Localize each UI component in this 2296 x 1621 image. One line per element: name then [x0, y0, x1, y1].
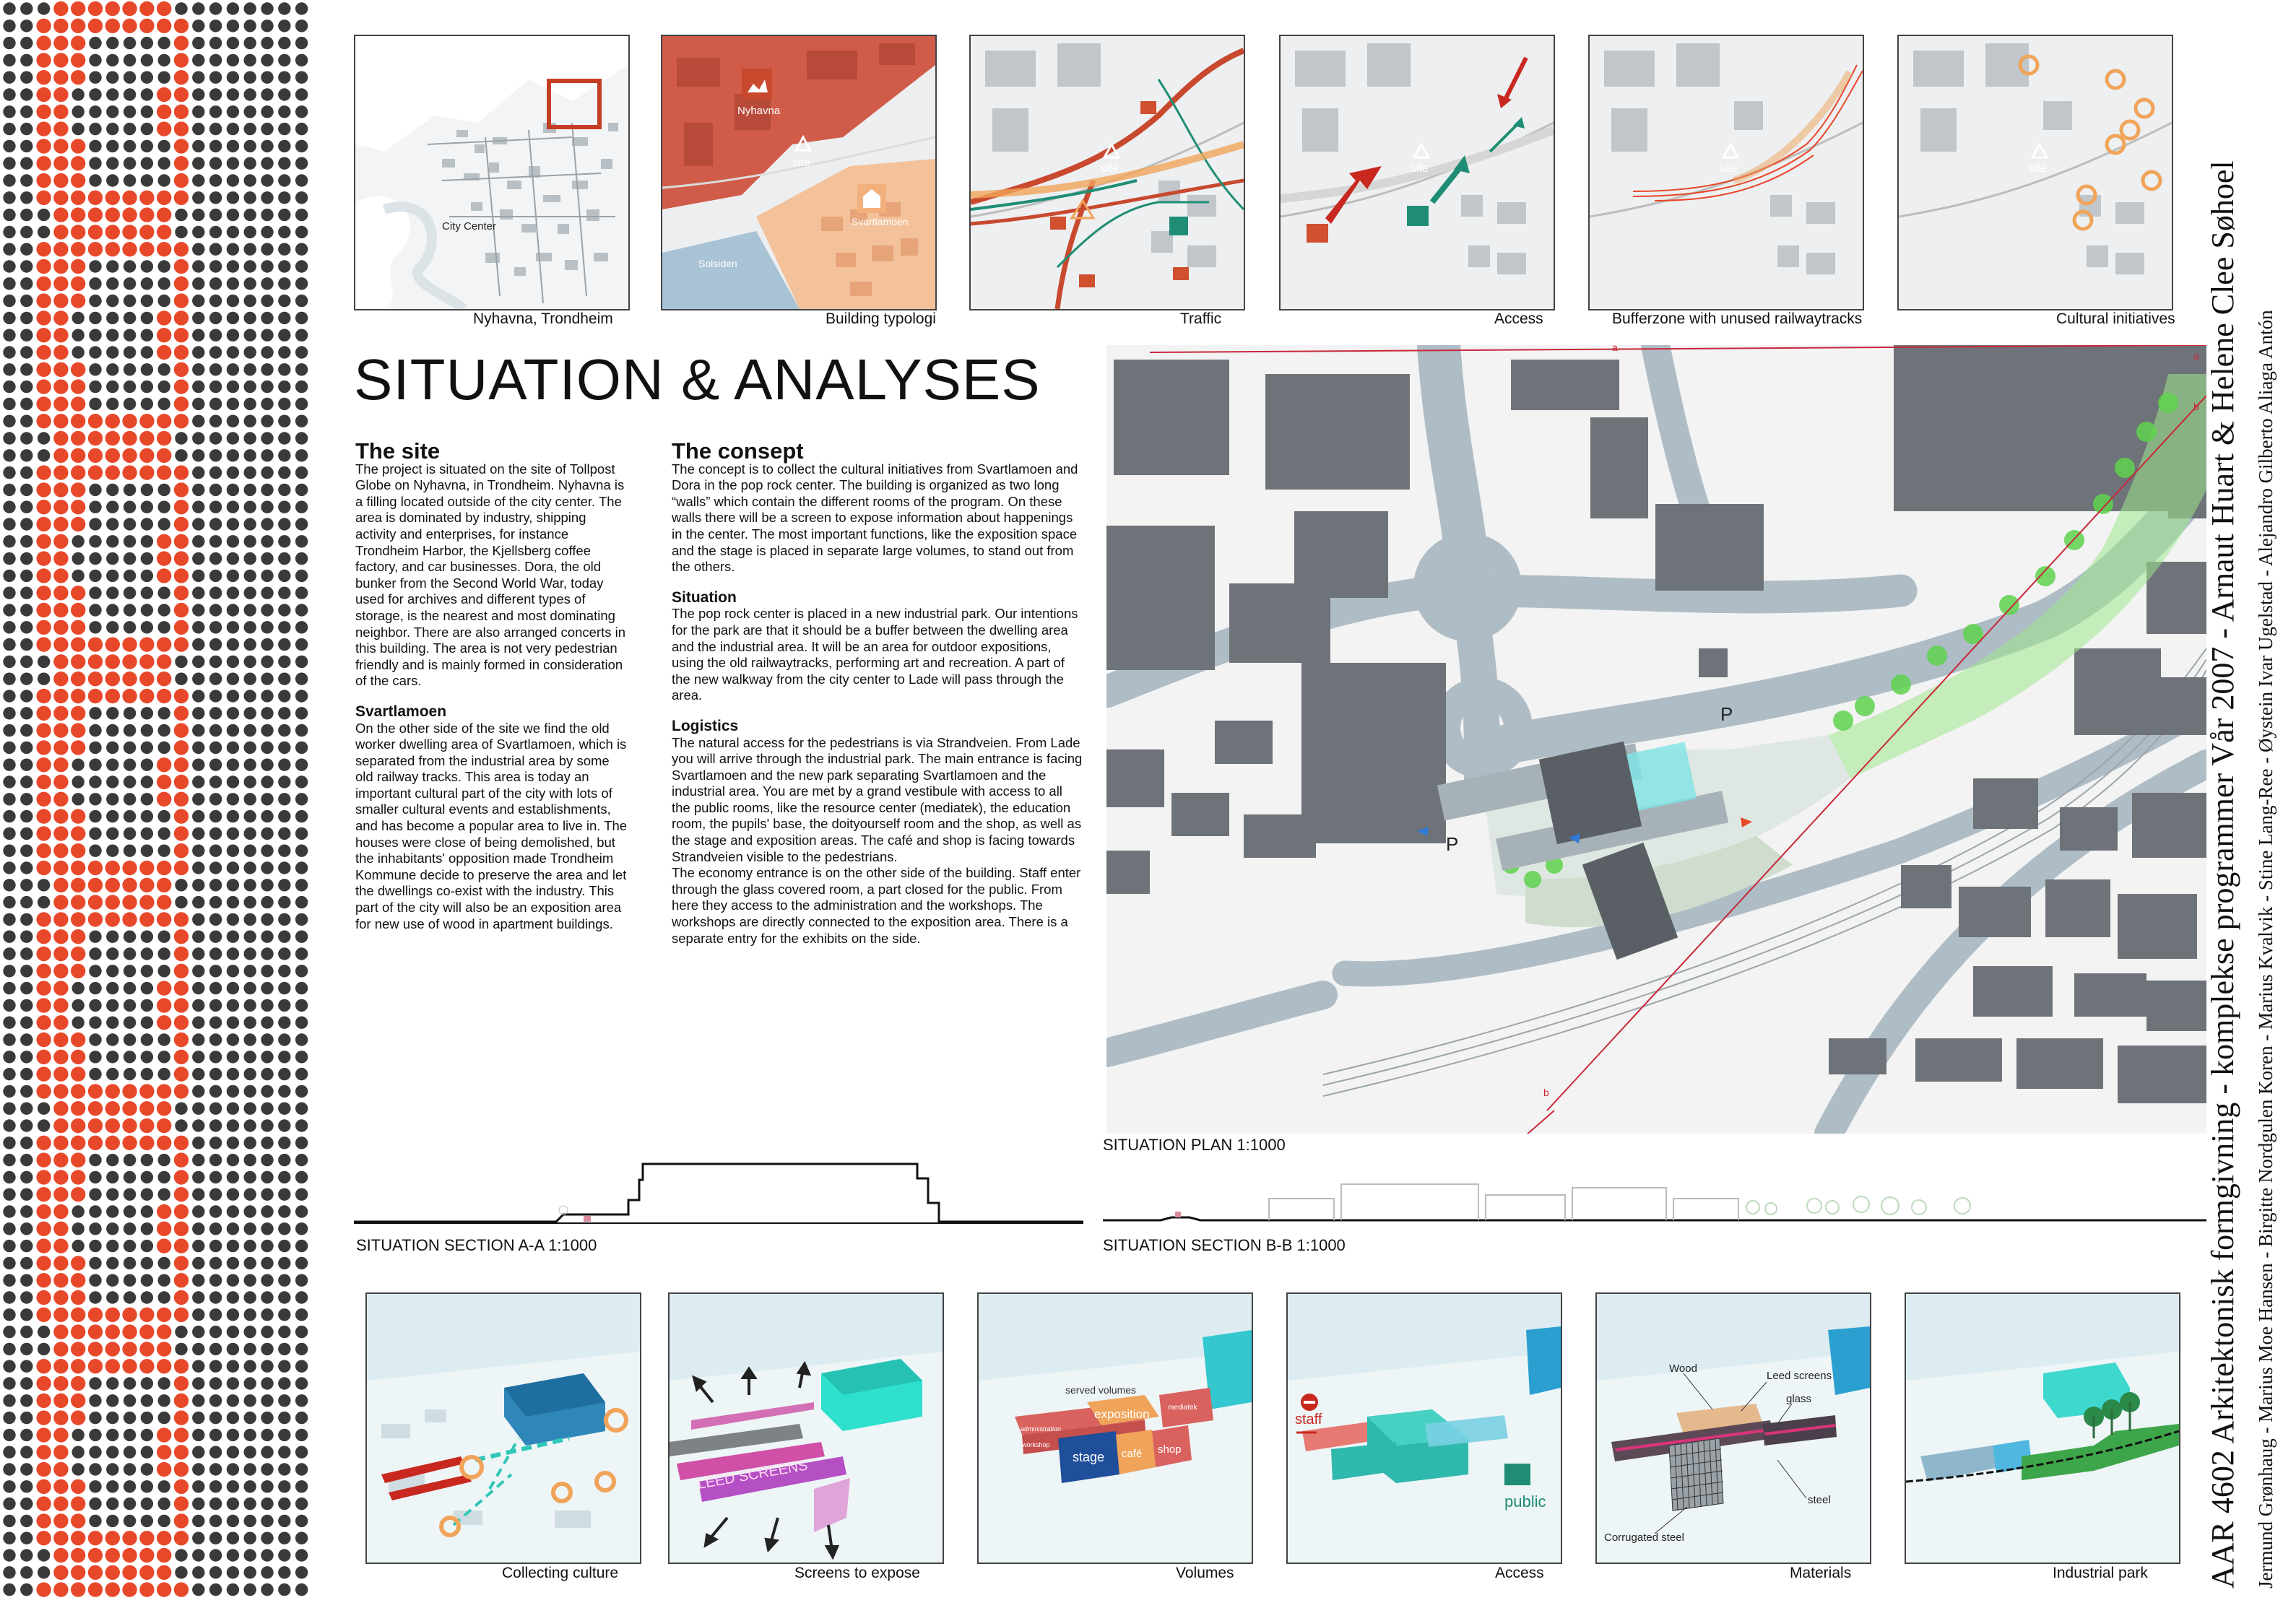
caption-industrial-park: Industrial park: [2053, 1565, 2148, 1581]
label-cafe: café: [1122, 1448, 1142, 1460]
credits-line-1: AAR 4602 Arkitektonisk formgivning - kom…: [2205, 160, 2240, 1589]
caption-access: Access: [1494, 310, 1543, 327]
perspective-collecting-culture: [365, 1292, 641, 1564]
perspective-screens: LEED SCREENS: [668, 1292, 944, 1564]
label-shop: shop: [1158, 1443, 1182, 1456]
caption-building-typologi: Building typologi: [826, 310, 936, 327]
map-cultural-initiatives: site: [1897, 35, 2173, 310]
map-nyhavna: City Center: [354, 35, 630, 310]
perspective-materials: Wood Leed screens glass steel Corrugated…: [1595, 1292, 1871, 1564]
section-a-a: [354, 1162, 1083, 1227]
caption-cultural-initiatives: Cultural initiatives: [2056, 310, 2175, 327]
caption-access-perspective: Access: [1495, 1565, 1544, 1581]
map-label-solsiden: Solsiden: [698, 258, 737, 269]
body-logistics-2: The economy entrance is on the other sid…: [672, 865, 1081, 946]
map-access: site: [1279, 35, 1555, 310]
heading-consept: The consept: [672, 438, 804, 464]
text-column-consept: The consept The concept is to collect th…: [672, 438, 1083, 947]
map-building-typologi: Nyhavna site Svartlamoen Solsiden: [661, 35, 937, 310]
plan-mark-p-2: P: [1446, 833, 1458, 855]
label-glass: glass: [1786, 1393, 1811, 1405]
caption-screens: Screens to expose: [794, 1565, 920, 1581]
plan-mark-a-1: a: [1612, 345, 1618, 353]
plan-mark-b-1: b: [2193, 401, 2199, 412]
label-staff: staff: [1295, 1412, 1322, 1427]
plan-mark-a-2: a: [2193, 350, 2199, 362]
heading-situation: Situation: [672, 588, 737, 606]
body-svartlamoen: On the other side of the site we find th…: [355, 720, 628, 931]
dot-matrix-logo: [3, 1, 308, 1597]
body-situation: The pop rock center is placed in a new i…: [672, 606, 1078, 703]
map-label-site-1: site: [792, 157, 810, 169]
perspective-volumes: served volumes exposition stage café sho…: [977, 1292, 1253, 1564]
label-exposition: exposition: [1094, 1407, 1150, 1421]
label-steel: steel: [1808, 1494, 1831, 1506]
perspective-access: staff public: [1286, 1292, 1562, 1564]
map-label-site-4: site: [1720, 162, 1738, 175]
map-bufferzone: site: [1588, 35, 1864, 310]
body-logistics: The natural access for the pedestrians i…: [672, 734, 1083, 864]
label-wood: Wood: [1669, 1363, 1697, 1375]
caption-collecting-culture: Collecting culture: [502, 1565, 619, 1581]
label-administration: administration: [1021, 1425, 1061, 1433]
caption-nyhavna: Nyhavna, Trondheim: [473, 310, 613, 327]
label-corrugated-steel: Corrugated steel: [1604, 1531, 1684, 1544]
text-column-site: The site The project is situated on the …: [355, 438, 630, 932]
label-stage: stage: [1073, 1450, 1104, 1464]
map-label-svartlamoen: Svartlamoen: [852, 216, 909, 227]
label-workshop: workshop: [1021, 1441, 1050, 1448]
caption-situation-plan: SITUATION PLAN 1:1000: [1103, 1136, 1286, 1154]
perspective-industrial-park: [1905, 1292, 2180, 1564]
body-site: The project is situated on the site of T…: [355, 461, 626, 689]
heading-site: The site: [355, 438, 441, 464]
plan-mark-p-1: P: [1720, 703, 1733, 725]
map-label-site-3: site: [1411, 162, 1429, 175]
map-label-site-5: site: [2029, 162, 2047, 175]
situation-plan: P P a a b b: [1106, 345, 2206, 1134]
map-label-site-2: site: [1101, 162, 1119, 175]
plan-mark-b-2: b: [1543, 1087, 1549, 1098]
section-b-b: [1103, 1177, 2206, 1227]
credits-line-2: Jermund Grønhaug - Marius Moe Hansen - B…: [2255, 310, 2276, 1589]
body-consept: The concept is to collect the cultural i…: [672, 461, 1078, 575]
page-title: SITUATION & ANALYSES: [354, 347, 1041, 412]
caption-traffic: Traffic: [1180, 310, 1222, 327]
caption-bufferzone: Bufferzone with unused railwaytracks: [1612, 310, 1863, 327]
label-public: public: [1504, 1492, 1546, 1511]
label-leed-screens-material: Leed screens: [1767, 1370, 1832, 1382]
caption-section-a-a: SITUATION SECTION A-A 1:1000: [356, 1236, 597, 1254]
label-served-volumes: served volumes: [1065, 1384, 1136, 1396]
map-label-nyhavna: Nyhavna: [737, 105, 781, 117]
map-label-city-center: City Center: [442, 220, 496, 232]
map-traffic: site: [969, 35, 1245, 310]
heading-logistics: Logistics: [672, 717, 739, 734]
caption-materials: Materials: [1790, 1565, 1852, 1581]
heading-svartlamoen: Svartlamoen: [355, 703, 447, 720]
caption-volumes: Volumes: [1176, 1565, 1234, 1581]
caption-section-b-b: SITUATION SECTION B-B 1:1000: [1103, 1236, 1346, 1254]
label-mediatek: mediatek: [1168, 1404, 1198, 1412]
credits-vertical: AAR 4602 Arkitektonisk formgivning - kom…: [2203, 0, 2296, 1621]
